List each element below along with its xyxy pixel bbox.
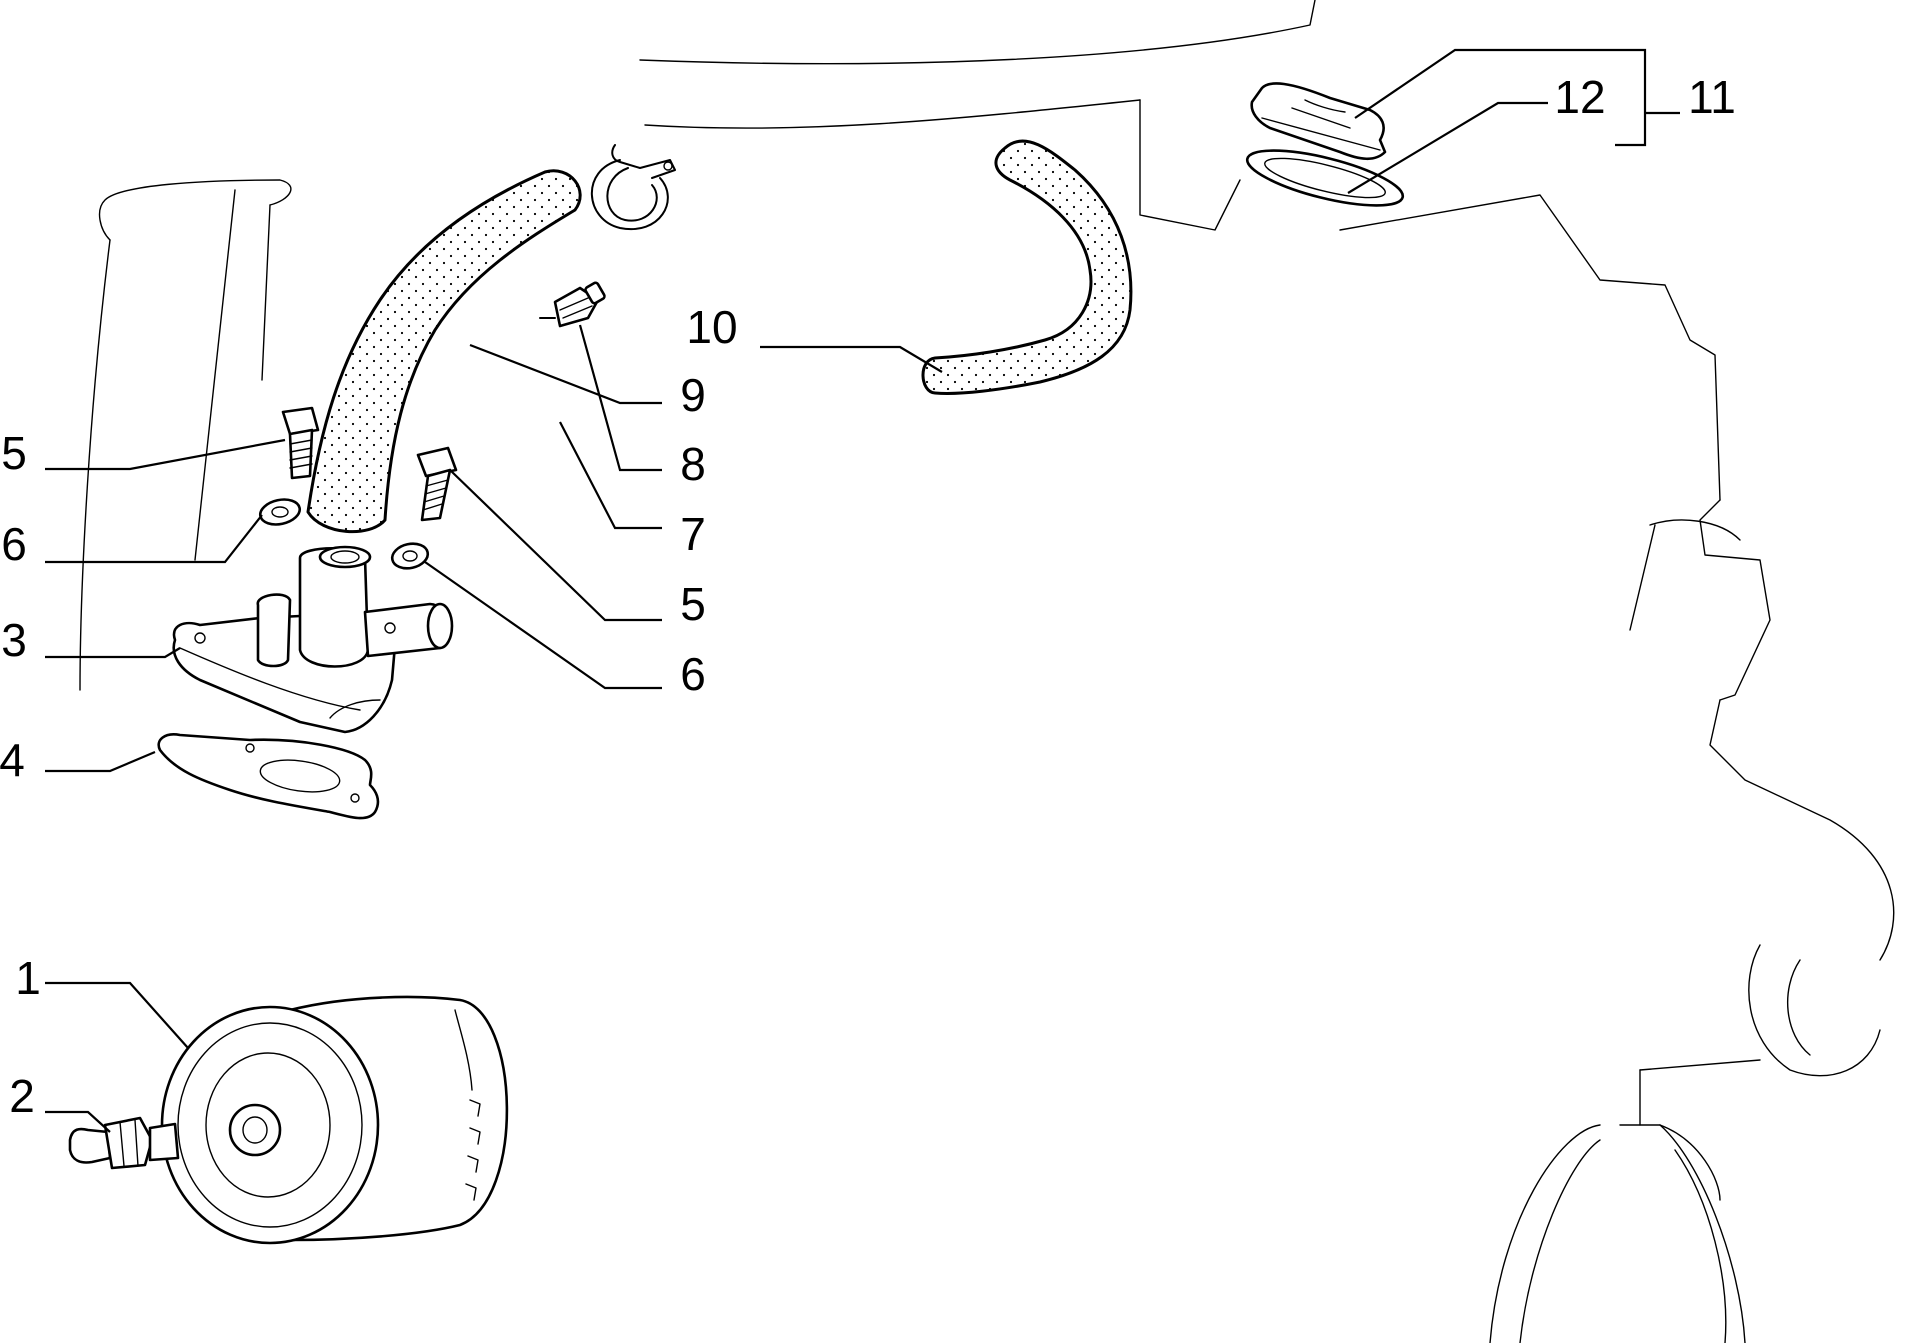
callout-1: 1 <box>15 952 41 1004</box>
leader-lines <box>45 48 1680 1133</box>
callout-12: 12 <box>1554 71 1605 123</box>
callout-6-right: 6 <box>680 648 706 700</box>
callout-2: 2 <box>9 1070 35 1122</box>
oil-housing-part-3 <box>172 545 454 734</box>
callout-8: 8 <box>680 438 706 490</box>
callout-10: 10 <box>686 301 737 353</box>
callout-7: 7 <box>680 508 706 560</box>
engine-block-outline <box>639 0 1895 1343</box>
bracket-outline <box>79 179 292 691</box>
oil-filter-part-1 <box>160 995 509 1245</box>
gasket-part-4 <box>157 733 380 820</box>
hose-clamp-part-9 <box>590 144 676 231</box>
callout-4: 4 <box>0 734 25 786</box>
callout-9: 9 <box>680 369 706 421</box>
union-fitting-part-2 <box>68 1116 180 1170</box>
seal-ring-part-12 <box>1245 149 1405 207</box>
callout-5-left: 5 <box>1 427 27 479</box>
callout-3: 3 <box>1 614 27 666</box>
callout-11: 11 <box>1688 71 1736 123</box>
callout-6-left: 6 <box>1 518 27 570</box>
bolt-part-5-right <box>416 446 458 522</box>
washer-part-6-left <box>258 498 302 526</box>
oil-filler-cap-part-11 <box>1250 82 1387 161</box>
breather-hose-part-10 <box>921 139 1133 395</box>
callout-5-right: 5 <box>680 578 706 630</box>
washer-part-6-right <box>390 542 430 570</box>
sensor-part-8 <box>539 281 606 328</box>
bolt-part-5-left <box>281 406 320 480</box>
oil-hose-part-7 <box>306 169 582 534</box>
